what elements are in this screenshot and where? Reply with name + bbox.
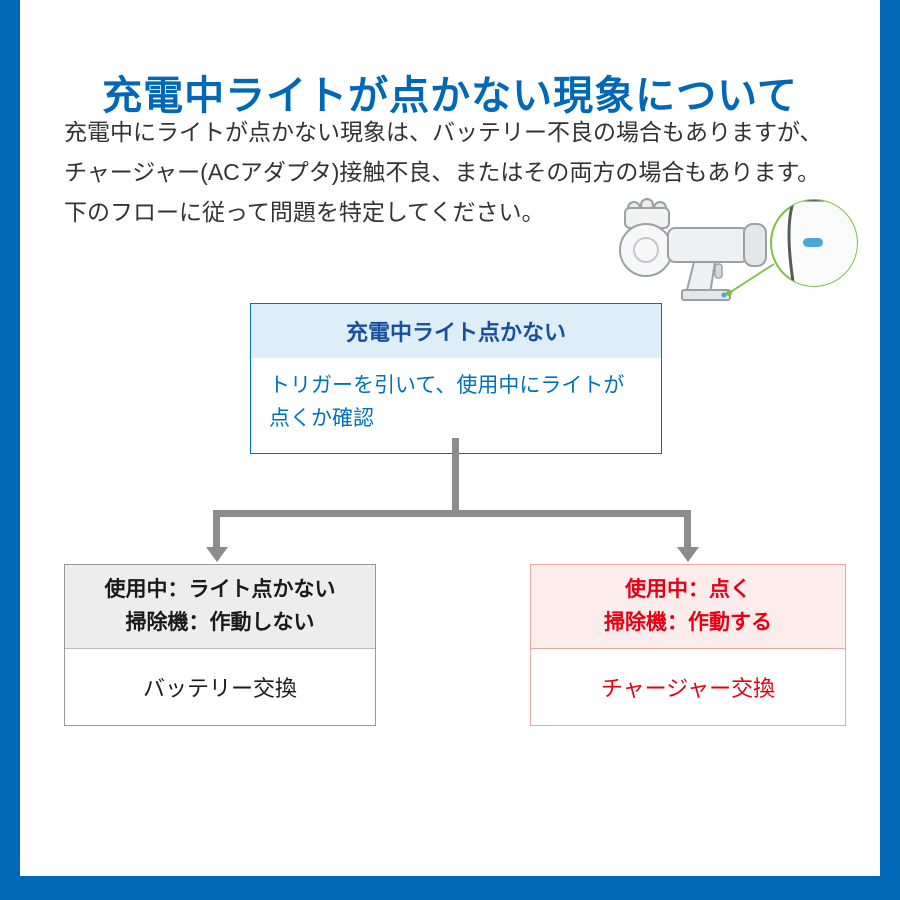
intro-paragraph: 充電中にライトが点かない現象は、バッテリー不良の場合もありますが、 チャージャー… [64,112,854,232]
flow-right-header-line1: 使用中：点く [625,578,751,601]
frame-bottom [0,876,900,900]
frame-left [0,0,20,900]
connector-horizontal [213,510,691,517]
intro-line-2: チャージャー(ACアダプタ)接触不良、またはその両方の場合もあります。 [64,159,821,185]
arrow-down-right-icon [677,547,699,562]
flow-right-header: 使用中：点く 掃除機：作動する [531,565,845,650]
flow-left-header-line1: 使用中：ライト点かない [104,578,336,601]
vacuum-illustration-icon [598,186,860,302]
flow-left-body: バッテリー交換 [65,649,375,726]
flow-root-box: 充電中ライト点かない トリガーを引いて、使用中にライトが点くか確認 [250,303,662,455]
flow-left-box: 使用中：ライト点かない 掃除機：作動しない バッテリー交換 [64,564,376,727]
flow-right-box: 使用中：点く 掃除機：作動する チャージャー交換 [530,564,846,727]
flow-left-header: 使用中：ライト点かない 掃除機：作動しない [65,565,375,650]
arrow-down-left-icon [206,547,228,562]
connector-root-stem [452,438,459,514]
intro-line-1: 充電中にライトが点かない現象は、バッテリー不良の場合もありますが、 [64,119,823,145]
flow-right-body: チャージャー交換 [531,649,845,726]
intro-line-3: 下のフローに従って問題を特定してください。 [64,199,545,225]
page-title: 充電中ライトが点かない現象について [102,73,798,118]
frame-right [880,0,900,900]
flow-right-header-line2: 掃除機：作動する [604,610,772,634]
flow-root-header: 充電中ライト点かない [251,304,661,358]
connector-right-stem [684,510,691,548]
flow-root-body: トリガーを引いて、使用中にライトが点くか確認 [251,358,661,454]
flow-left-header-line2: 掃除機：作動しない [125,610,315,634]
connector-left-stem [213,510,220,548]
